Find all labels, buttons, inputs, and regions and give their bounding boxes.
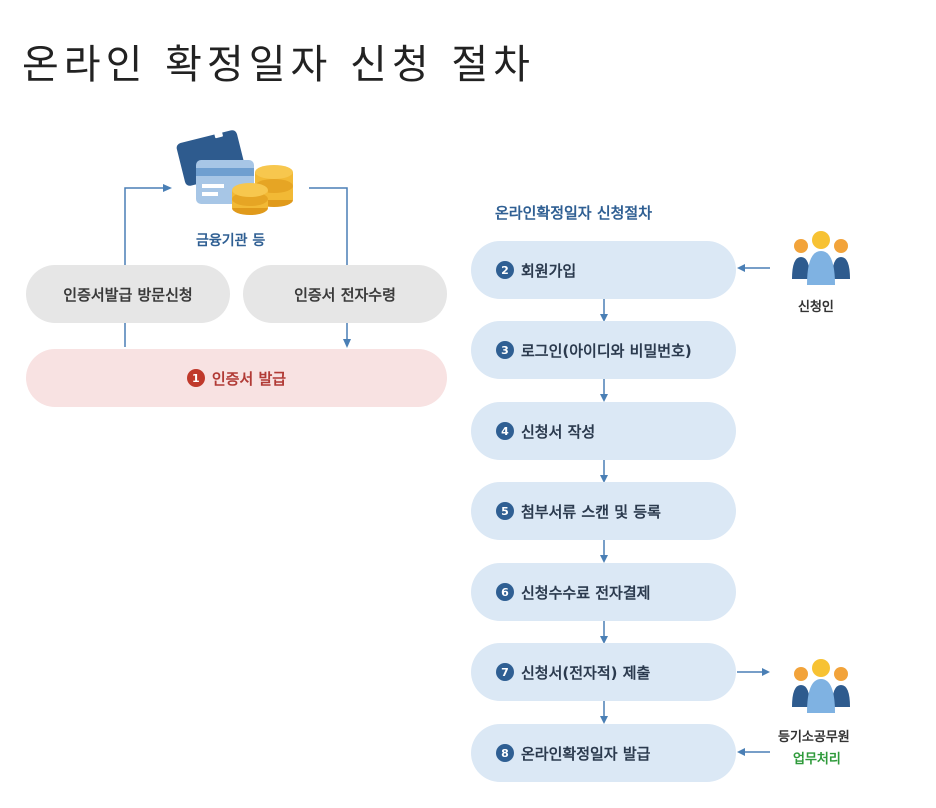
clerk-label-line1: 등기소공무원 bbox=[778, 730, 850, 745]
step-badge-4: 4 bbox=[496, 422, 514, 440]
arrowhead-step-7 bbox=[600, 636, 608, 644]
visit-request-pill: 인증서발급 방문신청 bbox=[26, 265, 230, 323]
clerk-label-line2: 업무처리 bbox=[793, 752, 841, 767]
clerk-people-icon bbox=[792, 659, 850, 713]
applicant-people-icon bbox=[792, 231, 850, 285]
step-badge-7: 7 bbox=[496, 663, 514, 681]
institution-label: 금융기관 등 bbox=[196, 233, 266, 249]
step-join: 2 회원가입 bbox=[471, 241, 736, 299]
step-badge-6: 6 bbox=[496, 583, 514, 601]
step-fee-payment: 6 신청수수료 전자결제 bbox=[471, 563, 736, 621]
step-badge-1: 1 bbox=[186, 369, 205, 387]
step-badge-2: 2 bbox=[496, 261, 514, 279]
step-submit: 7 신청서(전자적) 제출 bbox=[471, 643, 736, 701]
process-title: 온라인확정일자 신청절차 bbox=[495, 204, 653, 222]
step-login: 3 로그인(아이디와 비밀번호) bbox=[471, 321, 736, 379]
credit-card-icon bbox=[176, 128, 254, 204]
arrowhead-to-institution bbox=[163, 184, 172, 192]
arrowhead-to-join bbox=[737, 264, 745, 272]
step-final-issue: 8 온라인확정일자 발급 bbox=[471, 724, 736, 782]
electronic-receipt-label: 인증서 전자수령 bbox=[294, 285, 396, 304]
step-label-join: 회원가입 bbox=[521, 261, 577, 280]
step-label-write-application: 신청서 작성 bbox=[521, 422, 596, 441]
step-label-login: 로그인(아이디와 비밀번호) bbox=[521, 341, 692, 360]
certificate-issue-label: 인증서 발급 bbox=[211, 369, 287, 388]
certificate-issue-pill: 1 인증서 발급 bbox=[26, 349, 447, 407]
page-title: 온라인 확정일자 신청 절차 bbox=[22, 42, 535, 88]
step-badge-8: 8 bbox=[496, 744, 514, 762]
step-badge-3: 3 bbox=[496, 341, 514, 359]
coin-stack-icon bbox=[232, 165, 293, 215]
electronic-receipt-pill: 인증서 전자수령 bbox=[243, 265, 447, 323]
arrowhead-step-3 bbox=[600, 314, 608, 322]
arrowhead-step-8 bbox=[600, 716, 608, 724]
step-scan-documents: 5 첨부서류 스캔 및 등록 bbox=[471, 482, 736, 540]
arrowhead-to-final bbox=[737, 748, 745, 756]
step-label-final-issue: 온라인확정일자 발급 bbox=[521, 744, 651, 763]
arrowhead-to-clerk bbox=[762, 668, 770, 676]
applicant-label: 신청인 bbox=[798, 300, 834, 315]
step-label-submit: 신청서(전자적) 제출 bbox=[521, 663, 651, 682]
arrowhead-to-issue bbox=[343, 339, 351, 348]
arrowhead-step-5 bbox=[600, 475, 608, 483]
visit-request-label: 인증서발급 방문신청 bbox=[63, 285, 193, 304]
arrowhead-step-4 bbox=[600, 394, 608, 402]
step-write-application: 4 신청서 작성 bbox=[471, 402, 736, 460]
step-label-scan-documents: 첨부서류 스캔 및 등록 bbox=[521, 502, 661, 521]
step-badge-5: 5 bbox=[496, 502, 514, 520]
step-label-fee-payment: 신청수수료 전자결제 bbox=[521, 583, 651, 602]
arrowhead-step-6 bbox=[600, 555, 608, 563]
